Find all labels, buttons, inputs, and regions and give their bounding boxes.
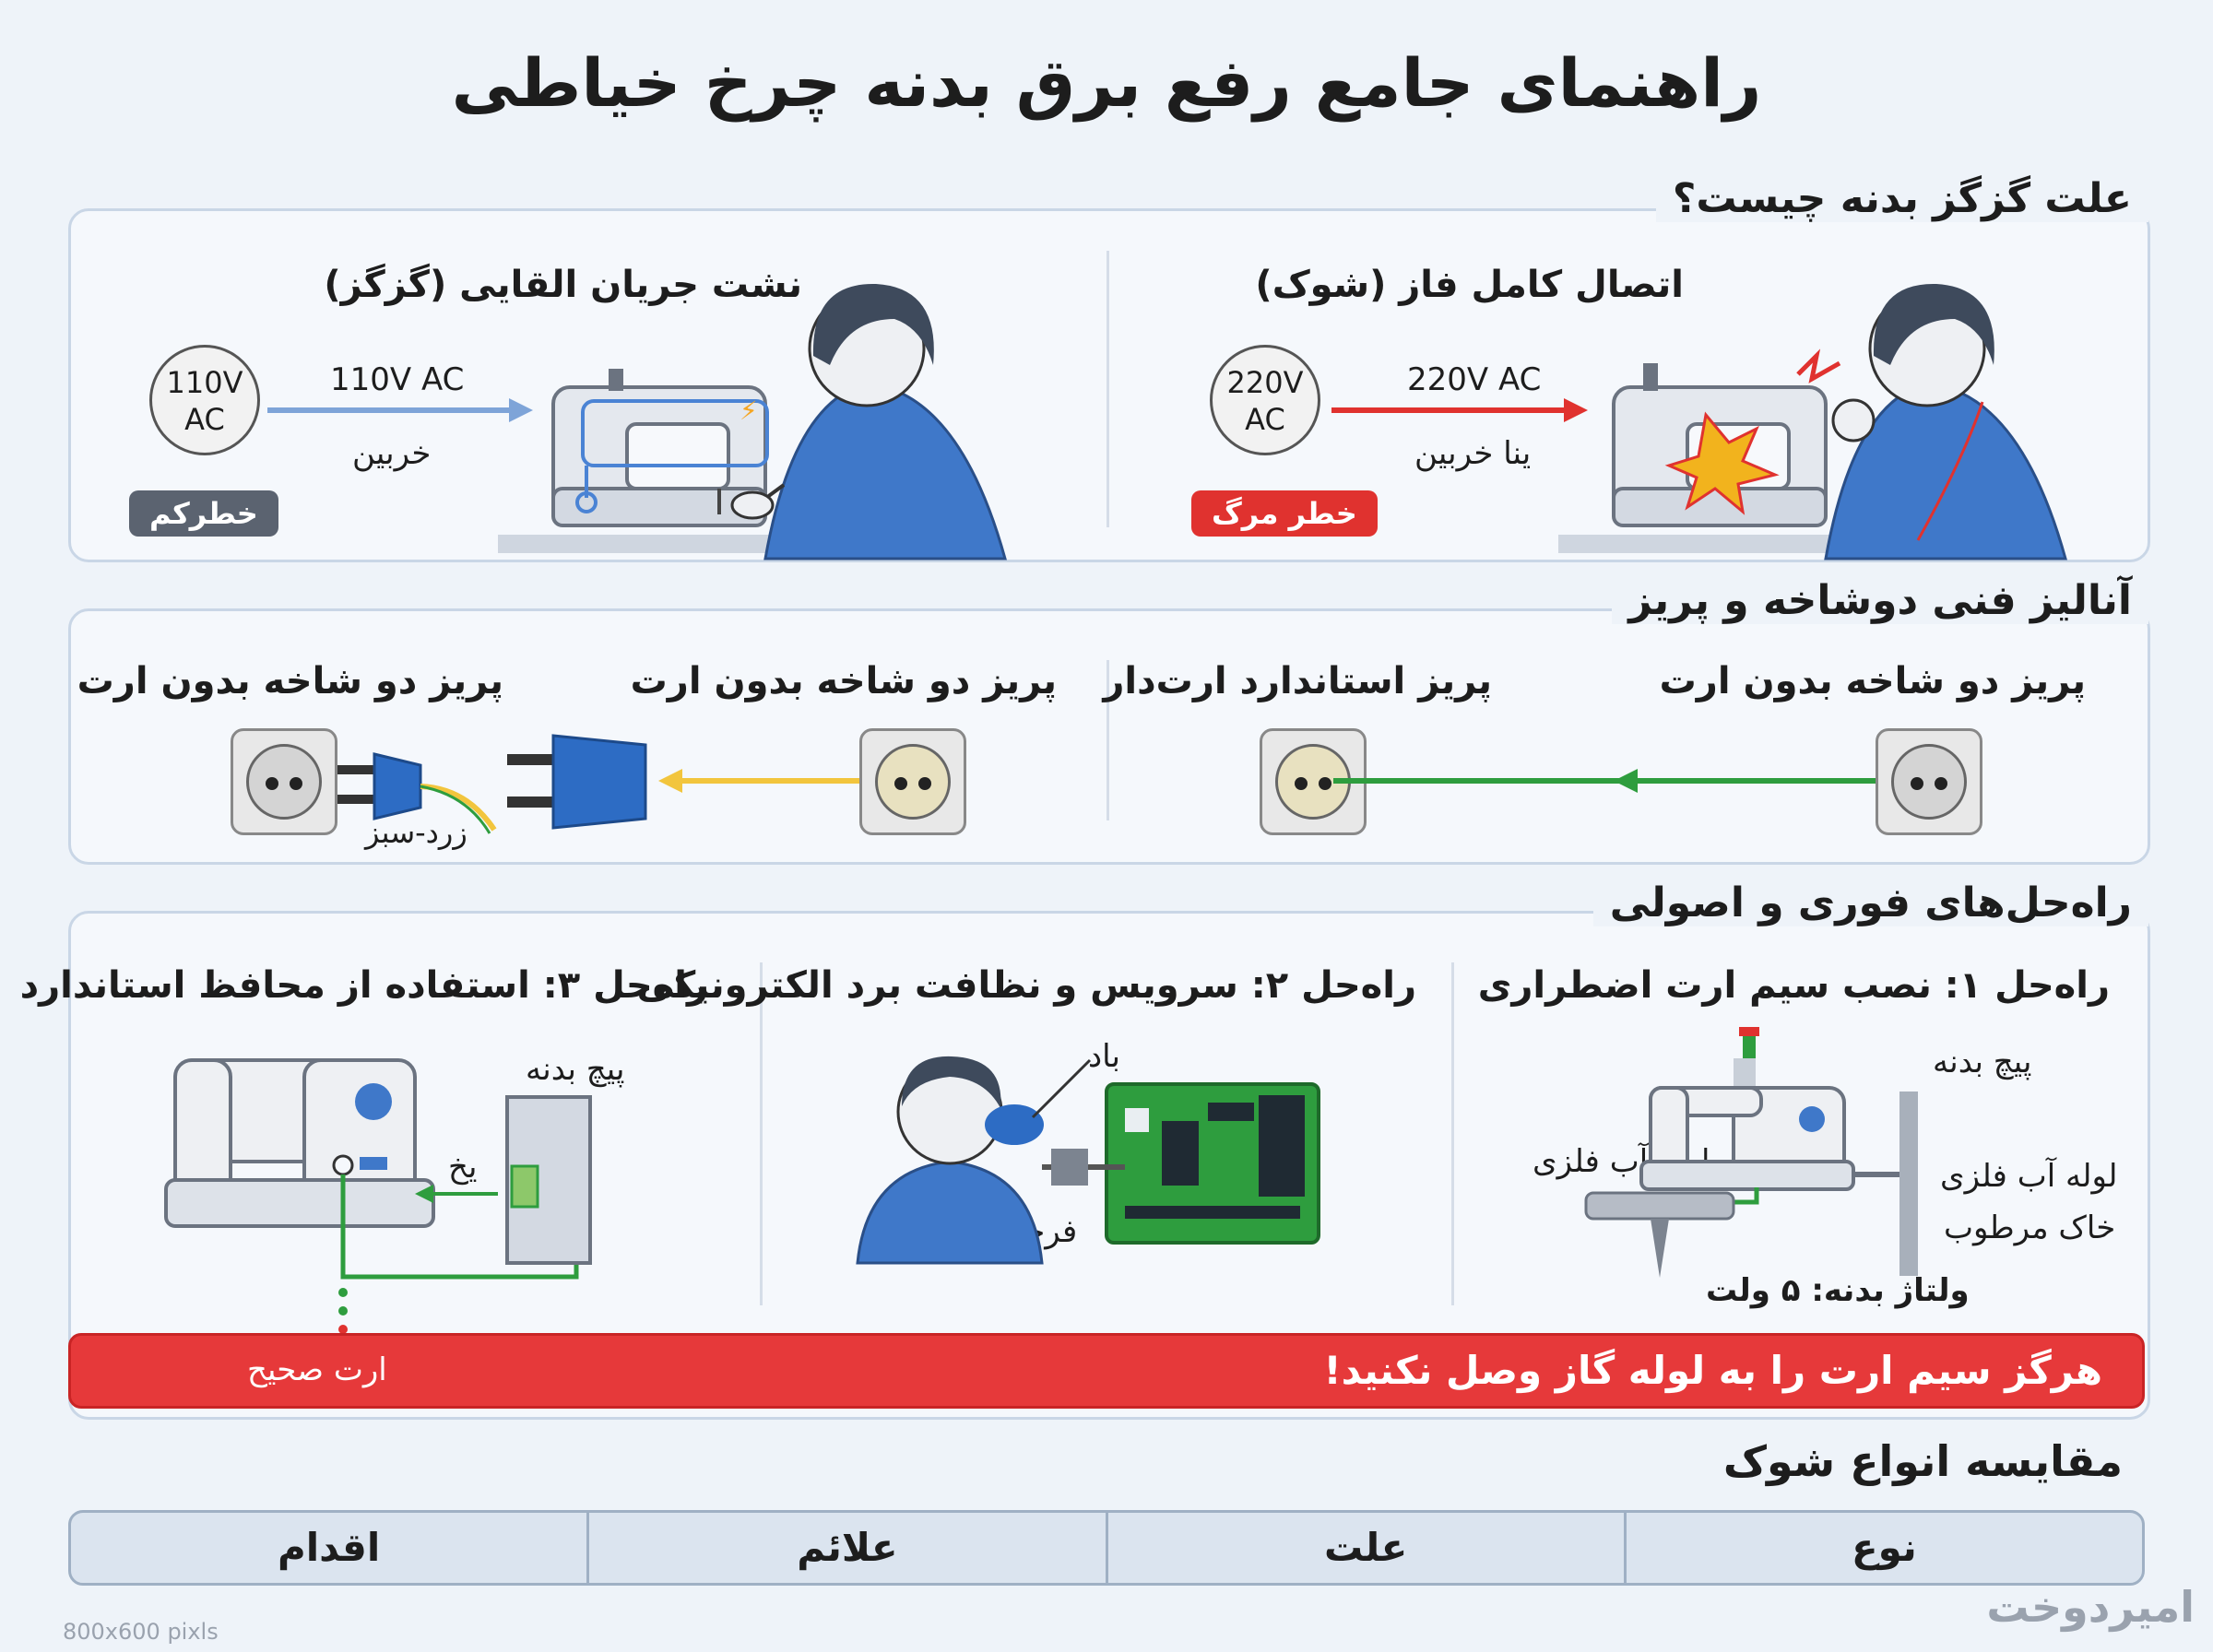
sol3-screw-label: پیچ بدنه	[526, 1051, 625, 1088]
plug-heading: آنالیز فنی دوشاخه و پریز	[1612, 577, 2148, 624]
leak-subtitle: نشت جریان القایی (گزگز)	[324, 264, 802, 306]
warning-bar	[68, 1333, 2145, 1409]
voltage-220-circle: 220V AC	[1210, 345, 1320, 455]
plug-small-with-wire	[337, 752, 497, 834]
dimensions-note: 800x600 pixls	[63, 1619, 219, 1645]
warning-text: هرگز سیم ارت را به لوله گاز وصل نکنید!	[1323, 1348, 2102, 1393]
short-subtitle: اتصال کامل فاز (شوک)	[1255, 264, 1684, 306]
plug-label-2: پریز دو شاخه بدون ارت	[630, 660, 1057, 702]
cause-divider	[1106, 251, 1109, 527]
voltage-110-value: 110V	[166, 365, 243, 400]
voltage-110-unit: AC	[184, 402, 225, 437]
correct-earth-label: ارت صحیح	[247, 1351, 387, 1388]
plug-panel	[68, 608, 2150, 865]
solutions-heading: راه‌حل‌های فوری و اصولی	[1592, 879, 2148, 926]
sewing-machine-short	[1558, 363, 1853, 553]
cause-heading: علت گزگز بدنه چیست؟	[1655, 175, 2148, 222]
sol1-voltage-label: ولتاژ بدنه: ۵ ولت	[1706, 1272, 1970, 1309]
solutions-divider-1	[760, 962, 763, 1305]
page-title: راهنمای جامع رفع برق بدنه چرخ خیاطی	[451, 44, 1762, 122]
sol1-soil-label: خاک مرطوب	[1944, 1210, 2116, 1246]
solutions-divider-2	[1451, 962, 1454, 1305]
socket-unearthed-left	[231, 728, 337, 835]
table-header-type: نوع	[1623, 1513, 2142, 1583]
plug-label-1: پریز دو شاخه بدون ارت	[77, 660, 503, 702]
socket-earthed-middle	[859, 728, 966, 835]
sol1-machine-illustration	[1584, 1027, 1918, 1278]
solution-2-title: راه‌حل ۲: سرویس و نظافت برد الکترونیکی	[636, 964, 1416, 1007]
sol2-air-label: باد	[1088, 1038, 1120, 1075]
short-arrow-sublabel: ینا خربین	[1414, 435, 1532, 472]
socket-unearthed-right	[1876, 728, 1982, 835]
short-arrow-label: 220V AC	[1407, 361, 1542, 398]
plug-label-4: پریز دو شاخه بدون ارت	[1659, 660, 2086, 702]
sol1-screw-label: پیچ بدنه	[1933, 1044, 2032, 1080]
table-heading: مقایسه انواع شوک	[1722, 1436, 2123, 1486]
plug-large	[507, 734, 647, 830]
leak-arrow	[267, 398, 533, 422]
sol3-ice-label: یخ	[448, 1149, 478, 1186]
low-danger-badge: خطرکم	[129, 490, 278, 537]
technician-figure	[856, 1056, 1092, 1265]
table-header-cause: علت	[1105, 1513, 1624, 1583]
circuit-board	[1042, 1082, 1320, 1245]
high-danger-badge: خطر مرگ	[1191, 490, 1378, 537]
leak-arrow-label: 110V AC	[330, 361, 465, 398]
green-arrow	[1333, 769, 1905, 793]
woman-figure-leak	[730, 283, 1007, 560]
solution-3-title: راه‌حل ۳: استفاده از محافظ استاندارد	[19, 964, 708, 1007]
table-header-action: اقدام	[277, 1525, 381, 1570]
voltage-220-value: 220V	[1226, 365, 1304, 400]
leak-arrow-sublabel: خربین	[352, 435, 432, 472]
sewing-machine-leak: ⚡	[498, 369, 793, 553]
table-header-symptoms: علائم	[586, 1513, 1105, 1583]
plug-label-3: پریز استاندارد ارت‌دار	[1103, 660, 1492, 702]
voltage-220-unit: AC	[1245, 402, 1285, 437]
sol3-machine-illustration	[164, 1058, 592, 1334]
comparison-table-header: اقدام علائم علت نوع	[68, 1510, 2145, 1586]
voltage-110-circle: 110V AC	[149, 345, 260, 455]
plug-divider	[1106, 660, 1109, 820]
svg-text:⚡: ⚡	[740, 395, 758, 426]
woman-figure-short	[1796, 283, 2067, 560]
sol1-pipe-right-label: لوله آب فلزی	[1940, 1158, 2118, 1195]
yellow-arrow	[658, 769, 861, 793]
short-arrow	[1331, 398, 1588, 422]
yellow-green-wire-label: زرد-سبز	[365, 815, 467, 850]
watermark: امیردوخت	[1986, 1582, 2195, 1632]
solution-1-title: راه‌حل ۱: نصب سیم ارت اضطراری	[1477, 964, 2110, 1007]
